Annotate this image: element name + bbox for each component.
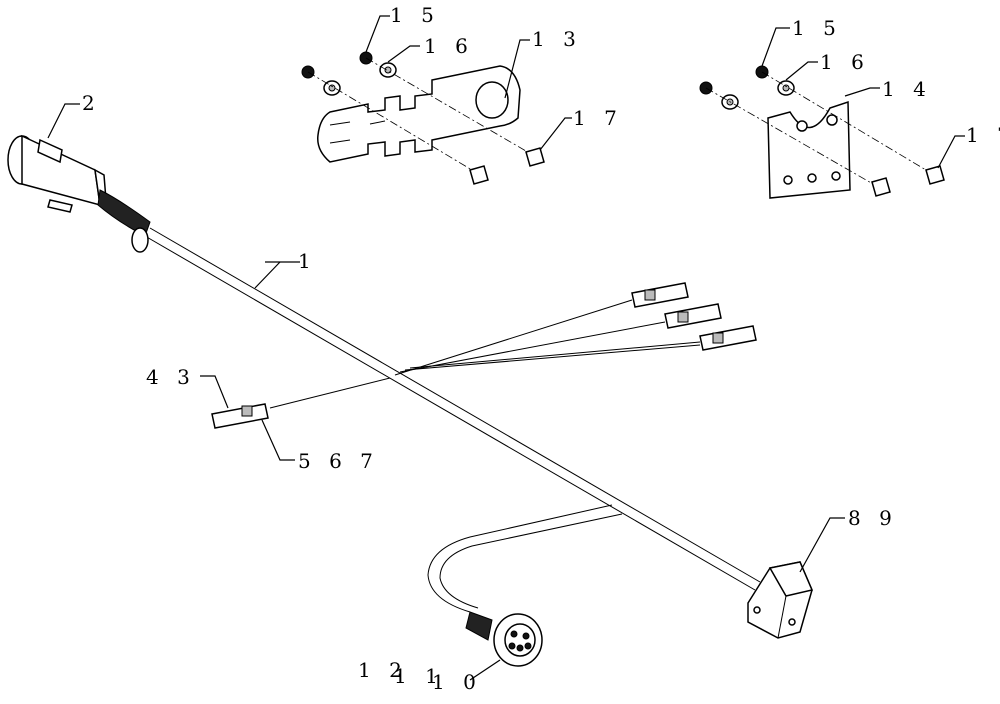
leader-lines xyxy=(47,15,965,681)
callout-11: 1 1 xyxy=(394,664,444,688)
callout-1: 1 xyxy=(298,249,317,273)
branch-connector-upper xyxy=(631,282,689,308)
fasteners-14 xyxy=(699,65,945,197)
callout-12: 1 2 xyxy=(358,658,408,682)
callout-14: 1 4 xyxy=(882,77,932,101)
callout-17-left: 1 7 xyxy=(573,106,623,130)
seven-way-plug xyxy=(7,134,151,253)
callout-15-left: 1 5 xyxy=(390,3,440,27)
trailer-socket xyxy=(747,561,814,639)
main-harness-cable xyxy=(144,227,761,613)
callout-13: 1 3 xyxy=(532,27,582,51)
fasteners-13 xyxy=(301,51,545,185)
branch-connector-middle xyxy=(664,303,722,329)
callout-4-3: 4 3 xyxy=(146,365,196,389)
branch-connector-left xyxy=(211,403,269,429)
mounting-bracket-13 xyxy=(317,65,521,163)
callout-labels: 1 2 4 3 5 6 7 8 9 1 2 1 1 1 0 1 3 1 4 1 … xyxy=(82,3,1000,694)
callout-2: 2 xyxy=(82,91,101,115)
callout-8-9: 8 9 xyxy=(848,506,898,530)
branch-connector-lower xyxy=(699,325,757,351)
callout-17-right: 1 7 xyxy=(966,123,1000,147)
callout-16-right: 1 6 xyxy=(820,50,870,74)
callout-10: 1 0 xyxy=(432,670,482,694)
callout-5-6-7: 5 6 7 xyxy=(298,449,379,473)
callout-16-left: 1 6 xyxy=(424,34,474,58)
mounting-bracket-14 xyxy=(767,100,851,199)
round-connector xyxy=(465,611,543,667)
callout-15-right: 1 5 xyxy=(792,16,842,40)
